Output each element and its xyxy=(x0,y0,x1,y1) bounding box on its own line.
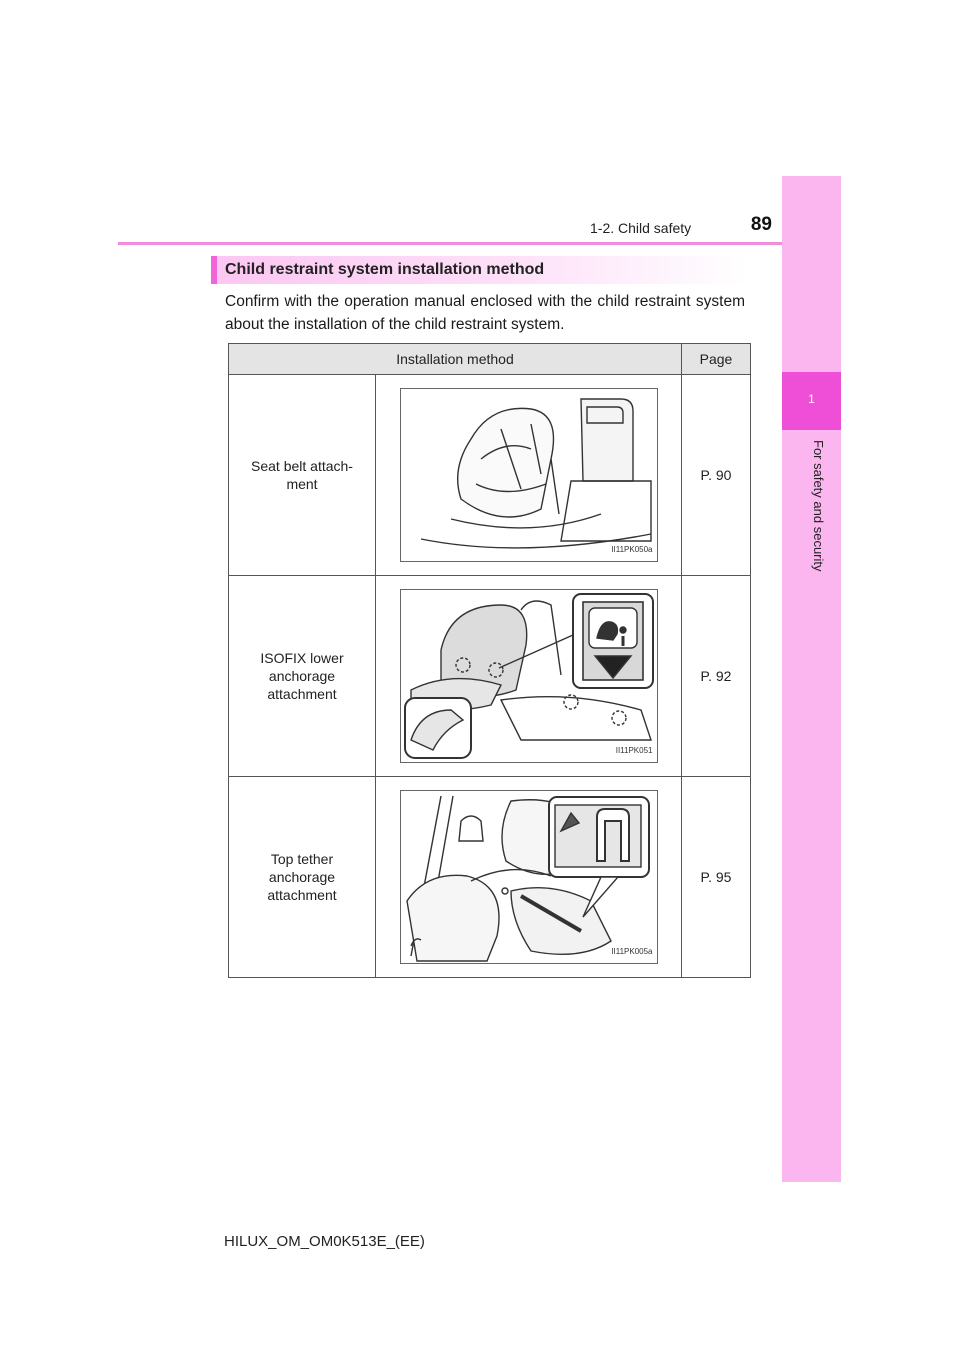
method-cell: Top tether anchorage attachment xyxy=(228,776,376,978)
chapter-side-tab xyxy=(782,176,841,1182)
header-installation-method: Installation method xyxy=(228,343,682,375)
section-heading-bar xyxy=(211,256,749,284)
chapter-number: 1 xyxy=(808,392,815,406)
seat-belt-child-seat-illustration: II11PK050a xyxy=(399,388,658,562)
figure-cell: II11PK005a xyxy=(375,776,682,978)
seat-belt-figure-graphic xyxy=(420,398,652,549)
section-heading-accent xyxy=(211,256,217,284)
page-reference: P. 92 xyxy=(700,668,732,684)
method-cell: Seat belt attach- ment xyxy=(228,374,376,576)
page-cell: P. 90 xyxy=(681,374,751,576)
intro-paragraph: Confirm with the operation manual enclos… xyxy=(225,293,745,333)
figure-code: II11PK051 xyxy=(615,746,653,755)
page-cell: P. 95 xyxy=(681,776,751,978)
top-tether-figure-graphic xyxy=(405,795,650,962)
header-rule xyxy=(118,242,840,245)
document-footer-code: HILUX_OM_OM0K513E_(EE) xyxy=(224,1233,425,1250)
table-header-row: Installation method Page xyxy=(228,343,751,375)
table-row: Top tether anchorage attachment xyxy=(228,776,751,978)
figure-code: II11PK005a xyxy=(611,947,653,956)
chapter-number-box xyxy=(782,372,841,430)
method-label: Top tether anchorage attachment xyxy=(267,851,337,903)
chapter-title: For safety and security xyxy=(811,440,826,572)
method-label: ISOFIX lower anchorage attachment xyxy=(260,650,344,702)
page-reference: P. 95 xyxy=(700,869,732,885)
figure-code: II11PK050a xyxy=(611,545,653,554)
isofix-anchor-illustration: II11PK051 xyxy=(399,589,658,763)
section-heading: Child restraint system installation meth… xyxy=(225,261,545,278)
figure-cell: II11PK050a xyxy=(375,374,682,576)
section-label: 1-2. Child safety xyxy=(590,220,692,236)
table-row: Seat belt attach- ment xyxy=(228,374,751,576)
figure-cell: II11PK051 xyxy=(375,575,682,777)
top-tether-illustration: II11PK005a xyxy=(399,790,658,964)
page-number: 89 xyxy=(750,214,772,235)
page-cell: P. 92 xyxy=(681,575,751,777)
table-row: ISOFIX lower anchorage attachment xyxy=(228,575,751,777)
isofix-figure-graphic xyxy=(403,593,654,759)
method-cell: ISOFIX lower anchorage attachment xyxy=(228,575,376,777)
method-label: Seat belt attach- ment xyxy=(251,458,353,492)
page-reference: P. 90 xyxy=(700,467,732,483)
header-page: Page xyxy=(681,343,751,375)
installation-methods-table: Installation method Page Seat belt attac… xyxy=(228,343,751,978)
